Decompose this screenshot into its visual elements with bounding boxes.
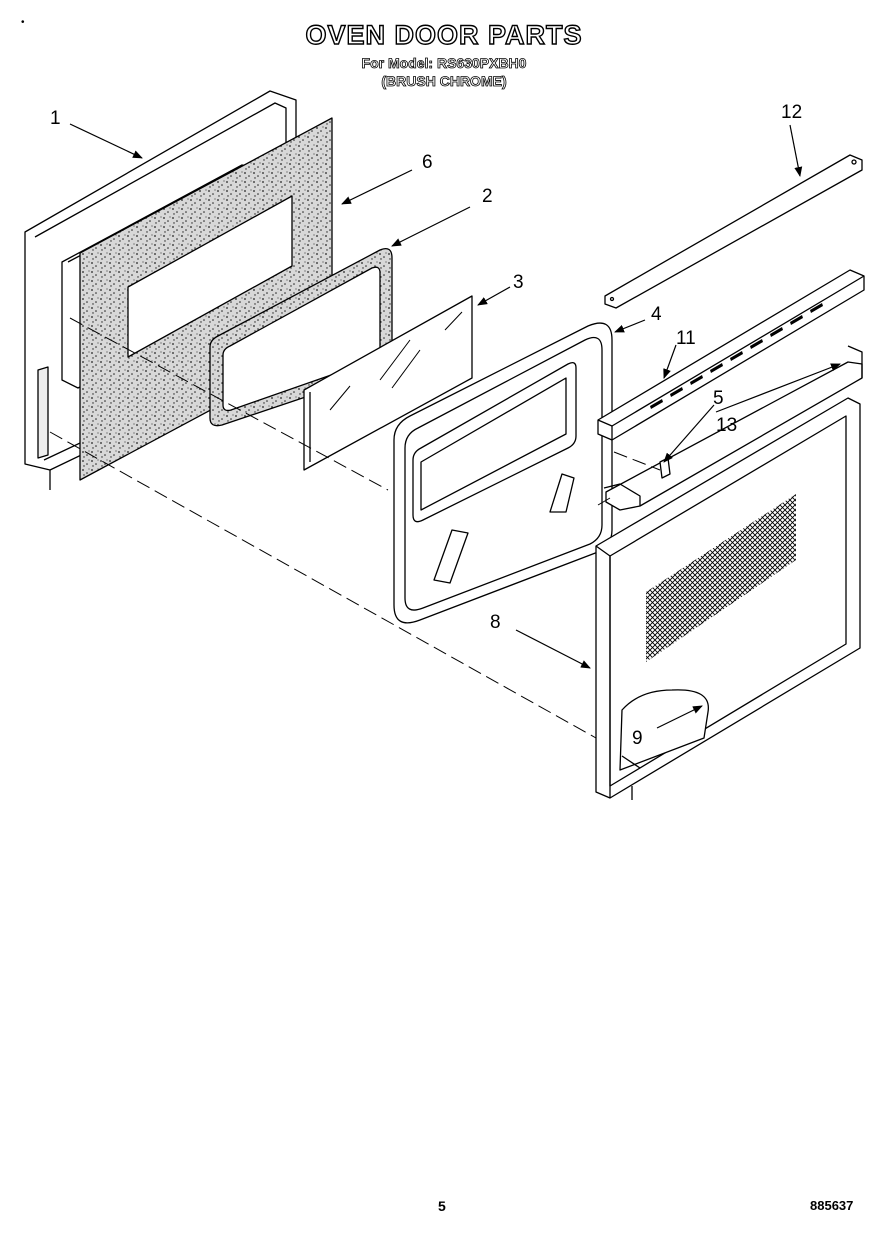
model-line: For Model: RS630PXBH0 [361, 55, 527, 72]
callout-6: 6 [422, 152, 433, 173]
inner-door-liner [393, 322, 613, 624]
insulation-panel [79, 117, 333, 481]
top-trim [604, 154, 863, 309]
callout-2: 2 [482, 186, 493, 207]
window-glass [303, 295, 473, 471]
callout-5: 5 [713, 388, 724, 409]
vent-trim [597, 269, 865, 441]
callout-9: 9 [632, 728, 643, 749]
page-title: OVEN DOOR PARTS [305, 19, 583, 50]
document-code: 885637 [810, 1198, 854, 1213]
callout-1: 1 [50, 108, 61, 129]
finish-line: (BRUSH CHROME) [381, 73, 507, 90]
callout-3: 3 [513, 272, 524, 293]
page-number: 5 [438, 1198, 446, 1214]
callout-12: 12 [781, 102, 802, 123]
door-back-panel [595, 397, 861, 800]
callout-8: 8 [490, 612, 501, 633]
callout-13: 13 [716, 415, 737, 436]
corner-mark: • [21, 17, 25, 28]
callout-4: 4 [651, 304, 662, 325]
callout-11: 11 [676, 328, 696, 349]
